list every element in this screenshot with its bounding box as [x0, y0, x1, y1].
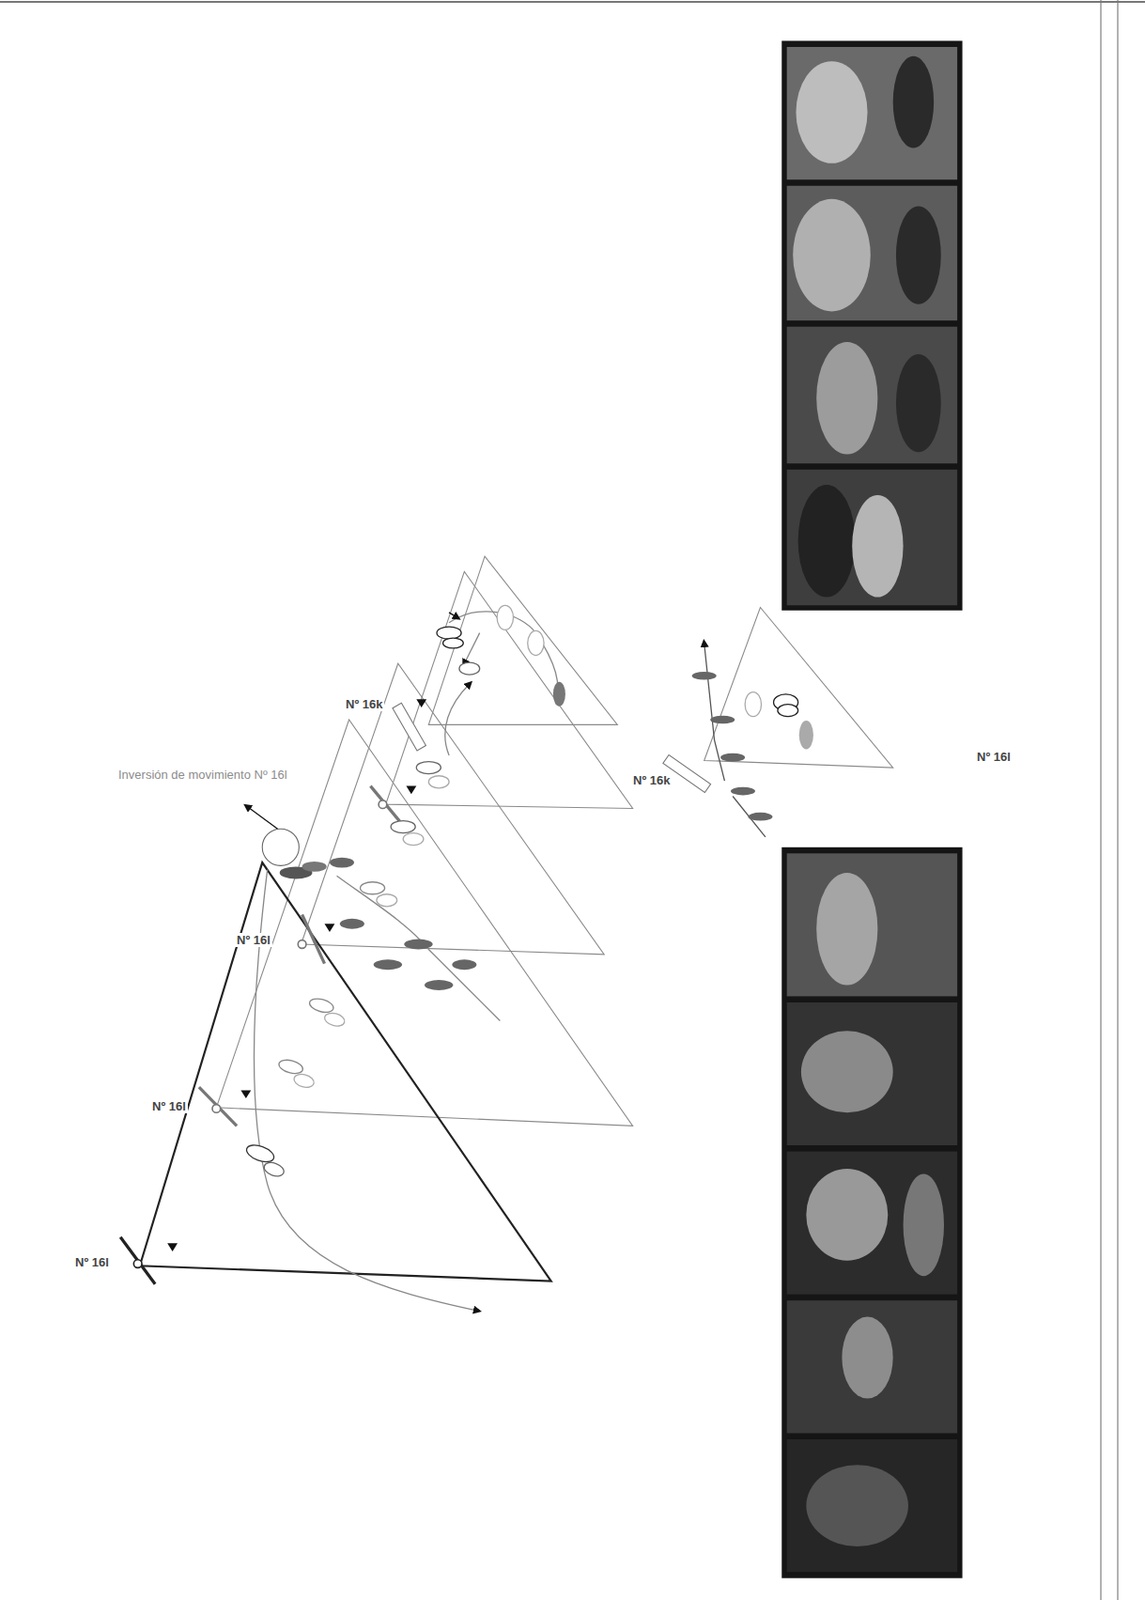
page-rule — [1099, 0, 1102, 1600]
shot-label: Nº 16l — [974, 749, 1013, 764]
direction-mark — [167, 698, 427, 1252]
figure-group — [241, 604, 814, 1178]
movement-path — [247, 611, 766, 1311]
page-rule — [0, 0, 1145, 3]
camera-mark — [120, 702, 711, 1285]
shot-label: Nº 16l — [150, 1098, 188, 1114]
film-strip — [781, 847, 962, 1579]
shot-label: Nº 16k — [343, 696, 385, 712]
film-strip — [781, 40, 962, 610]
shot-label: Nº 16l — [234, 932, 273, 947]
shot-label: Nº 16k — [631, 773, 672, 788]
shot-label: Nº 16l — [73, 1254, 111, 1269]
caption-note: Inversión de movimiento Nº 16l — [116, 767, 290, 782]
camera-triangle — [139, 556, 894, 1281]
page-rule — [1116, 0, 1119, 1600]
